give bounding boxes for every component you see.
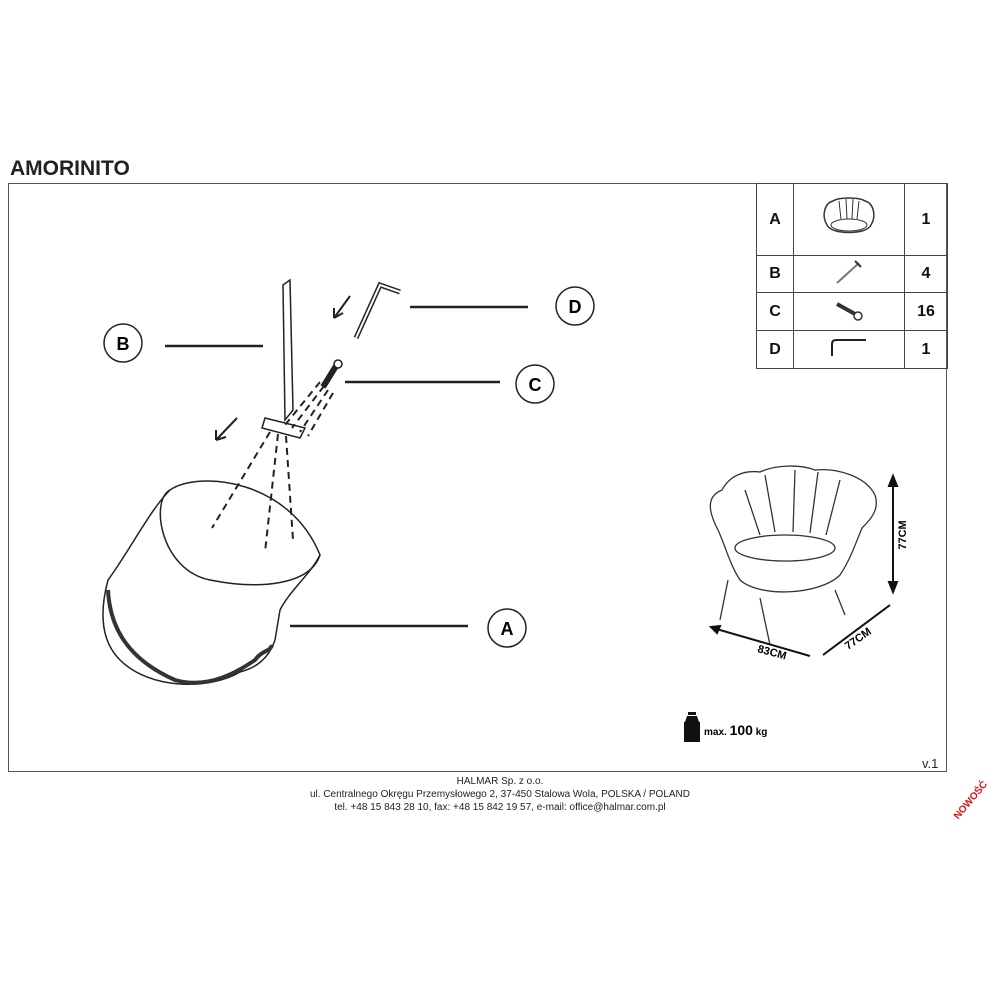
max-label: max. — [704, 727, 727, 738]
allen-key-icon — [793, 330, 905, 369]
max-load: max. 100 kg — [704, 722, 767, 738]
part-qty: 1 — [904, 183, 948, 256]
footer: HALMAR Sp. z o.o. ul. Centralnego Okręgu… — [250, 775, 750, 814]
part-letter: B — [756, 255, 794, 293]
armchair-icon — [793, 183, 905, 256]
max-unit: kg — [755, 727, 768, 738]
part-qty: 4 — [904, 255, 948, 293]
part-qty: 1 — [904, 330, 948, 369]
company-address: ul. Centralnego Okręgu Przemysłowego 2, … — [309, 789, 690, 800]
weight-icon — [684, 712, 700, 742]
screw-icon — [793, 292, 905, 331]
company-name: HALMAR Sp. z o.o. — [456, 776, 544, 787]
part-letter: D — [756, 330, 794, 369]
parts-table: A 1 B 4 C 16 D 1 — [756, 183, 948, 369]
instruction-frame — [8, 183, 947, 772]
part-letter: A — [756, 183, 794, 256]
version: v.1 — [922, 756, 939, 771]
table-row: B 4 — [756, 255, 948, 293]
table-row: A 1 — [756, 183, 948, 256]
leg-icon — [793, 255, 905, 293]
part-letter: C — [756, 292, 794, 331]
product-title: AMORINITO — [10, 157, 130, 180]
max-value: 100 — [729, 722, 753, 738]
table-row: C 16 — [756, 292, 948, 331]
part-qty: 16 — [904, 292, 948, 331]
company-contact: tel. +48 15 843 28 10, fax: +48 15 842 1… — [334, 802, 666, 813]
table-row: D 1 — [756, 330, 948, 369]
new-badge: NOWOŚĆ — [952, 779, 991, 822]
